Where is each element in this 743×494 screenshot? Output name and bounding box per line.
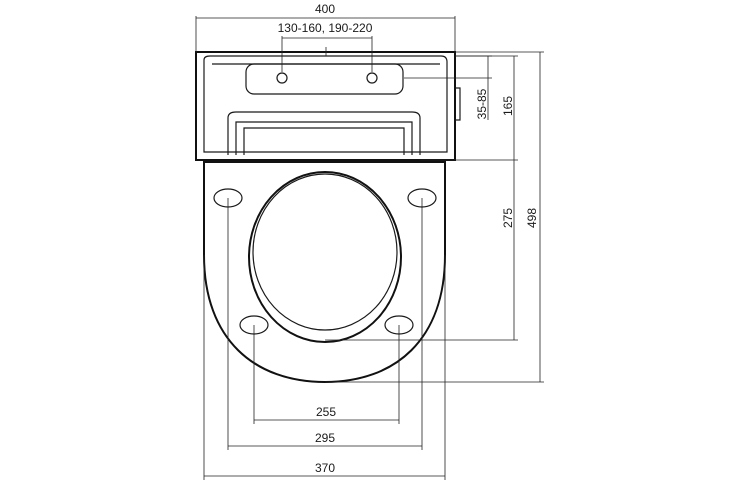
dim-label-498: 498	[525, 208, 539, 228]
dim-label-370: 370	[315, 461, 335, 475]
dim-inner-length: 275	[325, 160, 518, 341]
seat-opening	[248, 171, 402, 343]
dim-label-165: 165	[501, 96, 515, 116]
dim-overall-length: 498	[325, 51, 544, 383]
dim-label-400: 400	[315, 2, 335, 16]
dim-bumper-spacing: 295	[227, 198, 423, 450]
dim-overall-width: 400	[195, 2, 456, 52]
dim-label-295: 295	[315, 431, 335, 445]
dim-label-35-85: 35-85	[475, 88, 489, 119]
dim-hole-spacing: 130-160, 190-220	[278, 21, 373, 72]
mounting-hole-left	[276, 72, 288, 84]
dim-seat-width: 370	[203, 255, 446, 480]
dim-hinge-height: 165	[420, 55, 518, 161]
dim-label-hole-spacing: 130-160, 190-220	[278, 21, 373, 35]
dim-label-275: 275	[501, 208, 515, 228]
dim-inner-spacing: 255	[253, 325, 400, 424]
mounting-plate	[245, 47, 404, 95]
mounting-hole-right	[366, 72, 378, 84]
lid-hinge-bar	[227, 111, 421, 155]
dim-label-255: 255	[316, 405, 336, 419]
dim-hinge-depth: 35-85	[404, 55, 492, 120]
